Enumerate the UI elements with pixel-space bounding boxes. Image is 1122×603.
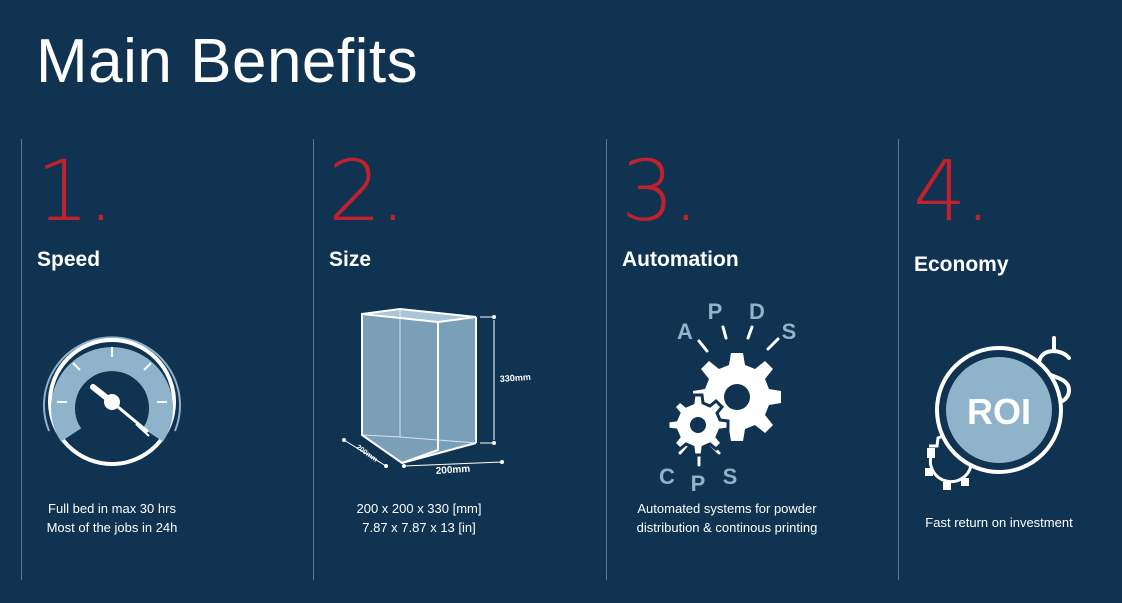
benefit-heading: Size: [329, 248, 372, 271]
benefit-caption: Full bed in max 30 hrs Most of the jobs …: [46, 501, 178, 535]
benefit-heading: Speed: [37, 248, 101, 271]
benefit-automation: 3. Automation A P D S C P S Au: [607, 0, 877, 603]
svg-text:P: P: [708, 299, 723, 324]
benefit-heading: Economy: [914, 253, 1009, 276]
gears-icon: A P D S C P S: [659, 299, 797, 495]
benefit-caption: 200 x 200 x 330 [mm] 7.87 x 7.87 x 13 [i…: [356, 501, 482, 535]
benefit-caption: Automated systems for powder distributio…: [636, 501, 818, 535]
speedometer-icon: [43, 336, 181, 466]
height-label: 330mm: [499, 372, 531, 384]
benefit-number: 1.: [36, 142, 114, 240]
benefit-number: 4.: [913, 142, 991, 240]
svg-text:D: D: [749, 299, 765, 324]
roi-dollar-icon: ROI: [925, 336, 1072, 490]
column-divider: [606, 139, 607, 580]
column-divider: [313, 139, 314, 580]
benefit-number: 3.: [621, 142, 699, 240]
benefit-speed: 1. Speed Full bed in max 30 hrs Most of …: [22, 0, 292, 603]
svg-text:A: A: [677, 319, 693, 344]
width-label: 200mm: [435, 464, 470, 477]
svg-text:P: P: [691, 471, 706, 495]
benefit-number: 2.: [328, 142, 406, 240]
build-volume-box-icon: 330mm 200mm 200mm: [342, 308, 531, 477]
benefit-heading: Automation: [622, 248, 739, 271]
column-divider: [898, 139, 899, 580]
column-divider: [21, 139, 22, 580]
svg-text:C: C: [659, 464, 675, 489]
page-title: Main Benefits: [36, 27, 419, 96]
roi-label: ROI: [967, 391, 1031, 432]
svg-text:S: S: [723, 464, 738, 489]
svg-text:S: S: [782, 319, 797, 344]
benefit-caption: Fast return on investment: [925, 515, 1073, 530]
depth-label: 200mm: [355, 444, 379, 464]
benefit-size: 2. Size: [314, 0, 584, 603]
benefit-economy: 4. Economy ROI Fast return on investment: [899, 0, 1122, 603]
